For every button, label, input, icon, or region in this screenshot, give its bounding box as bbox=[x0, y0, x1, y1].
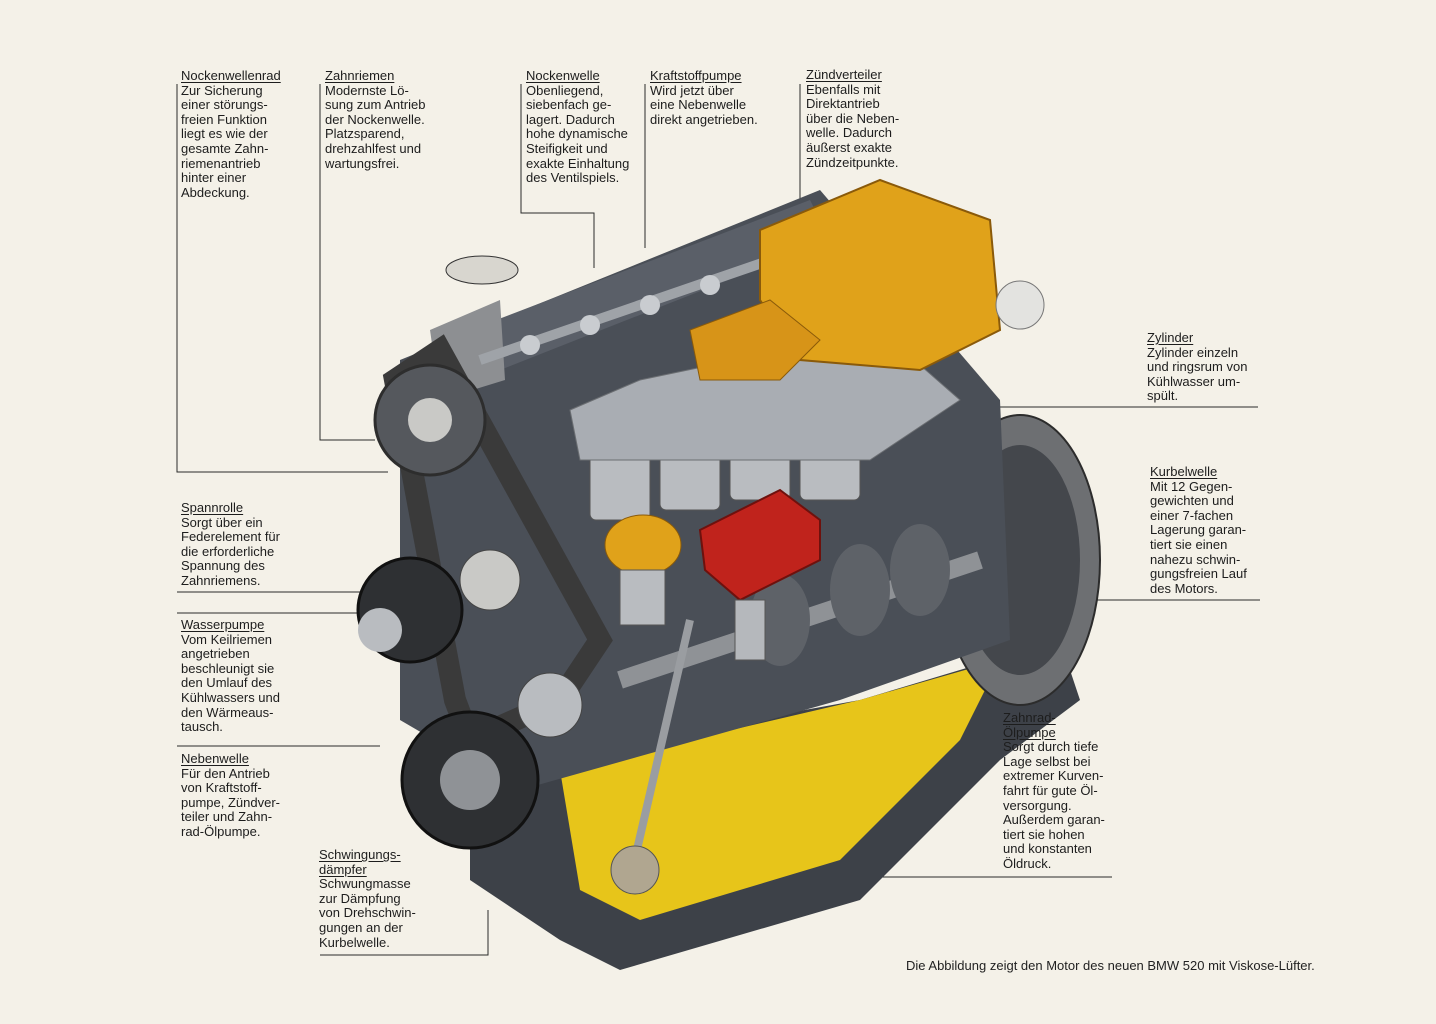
label-zylinder-title: Zylinder bbox=[1147, 330, 1194, 345]
label-schwingungsdaempfer-title: Schwingungs- dämpfer bbox=[319, 847, 401, 877]
leader-lines bbox=[176, 84, 1260, 956]
label-zuendverteiler: Zündverteiler Ebenfalls mit Direktantrie… bbox=[806, 67, 900, 170]
label-wasserpumpe-text: Vom Keilriemen angetrieben beschleunigt … bbox=[181, 631, 280, 735]
vibration-damper-hub bbox=[440, 750, 500, 810]
label-kraftstoffpumpe-text: Wird jetzt über eine Nebenwelle direkt a… bbox=[650, 82, 758, 127]
label-nebenwelle-text: Für den Antrieb von Kraftstoff- pumpe, Z… bbox=[181, 765, 280, 839]
label-nockenwelle: Nockenwelle Obenliegend, siebenfach ge- … bbox=[526, 68, 630, 186]
label-zahnriemen: Zahnriemen Modernste Lö- sung zum Antrie… bbox=[325, 68, 426, 171]
label-nockenwellenrad-text: Zur Sicherung einer störungs- freien Fun… bbox=[181, 82, 269, 200]
label-kurbelwelle-title: Kurbelwelle bbox=[1150, 464, 1218, 479]
label-zahnrad-oelpumpe-title: Zahnrad- Ölpumpe bbox=[1003, 710, 1056, 740]
carburetor bbox=[689, 178, 1045, 381]
figure-caption: Die Abbildung zeigt den Motor des neuen … bbox=[906, 958, 1315, 973]
label-nockenwellenrad-title: Nockenwellenrad bbox=[181, 68, 281, 83]
intermediate-shaft-sprocket bbox=[517, 672, 583, 738]
label-nebenwelle-title: Nebenwelle bbox=[181, 751, 249, 766]
oil-pump-shaft bbox=[626, 619, 694, 881]
label-wasserpumpe: Wasserpumpe Vom Keilriemen angetrieben b… bbox=[181, 617, 280, 735]
fuel-pump bbox=[604, 514, 682, 626]
label-kurbelwelle-text: Mit 12 Gegen- gewichten und einer 7-fach… bbox=[1150, 478, 1247, 596]
label-nockenwelle-title: Nockenwelle bbox=[526, 68, 600, 83]
oil-pump-gear bbox=[610, 845, 660, 895]
label-spannrolle-text: Sorgt über ein Federelement für die erfo… bbox=[181, 514, 280, 588]
camshaft-sprocket-hub bbox=[408, 398, 452, 442]
label-zahnriemen-text: Modernste Lö- sung zum Antrieb der Nocke… bbox=[325, 82, 426, 171]
camshaft bbox=[478, 245, 802, 365]
water-pump-hub bbox=[358, 608, 402, 652]
label-spannrolle: Spannrolle Sorgt über ein Federelement f… bbox=[181, 500, 280, 589]
label-schwingungsdaempfer-text: Schwungmasse zur Dämpfung von Drehschwin… bbox=[319, 876, 416, 950]
label-nockenwellenrad: Nockenwellenrad Zur Sicherung einer stör… bbox=[181, 68, 281, 200]
label-zuendverteiler-title: Zündverteiler bbox=[806, 67, 882, 82]
label-wasserpumpe-title: Wasserpumpe bbox=[181, 617, 265, 632]
label-schwingungsdaempfer: Schwingungs- dämpfer Schwungmasse zur Dä… bbox=[319, 847, 416, 950]
label-zuendverteiler-text: Ebenfalls mit Direktantrieb über die Neb… bbox=[806, 81, 900, 170]
label-kurbelwelle: Kurbelwelle Mit 12 Gegen- gewichten und … bbox=[1150, 464, 1247, 596]
oil-sump-section bbox=[560, 660, 1000, 920]
distributor bbox=[698, 488, 821, 661]
label-nebenwelle: Nebenwelle Für den Antrieb von Kraftstof… bbox=[181, 751, 280, 840]
label-zylinder: Zylinder Zylinder einzeln und ringsrum v… bbox=[1147, 330, 1248, 404]
label-nockenwelle-text: Obenliegend, siebenfach ge- lagert. Dadu… bbox=[526, 82, 630, 186]
label-zahnriemen-title: Zahnriemen bbox=[325, 68, 395, 83]
label-kraftstoffpumpe: Kraftstoffpumpe Wird jetzt über eine Neb… bbox=[650, 68, 758, 127]
label-zylinder-text: Zylinder einzeln und ringsrum von Kühlwa… bbox=[1147, 344, 1248, 404]
label-zahnrad-oelpumpe: Zahnrad- Ölpumpe Sorgt durch tiefe Lage … bbox=[1003, 710, 1105, 872]
label-kraftstoffpumpe-title: Kraftstoffpumpe bbox=[650, 68, 742, 83]
label-spannrolle-title: Spannrolle bbox=[181, 500, 244, 515]
oil-filler-cap bbox=[445, 255, 519, 285]
label-zahnrad-oelpumpe-text: Sorgt durch tiefe Lage selbst bei extrem… bbox=[1003, 739, 1105, 871]
tensioner-pulley bbox=[459, 549, 521, 611]
